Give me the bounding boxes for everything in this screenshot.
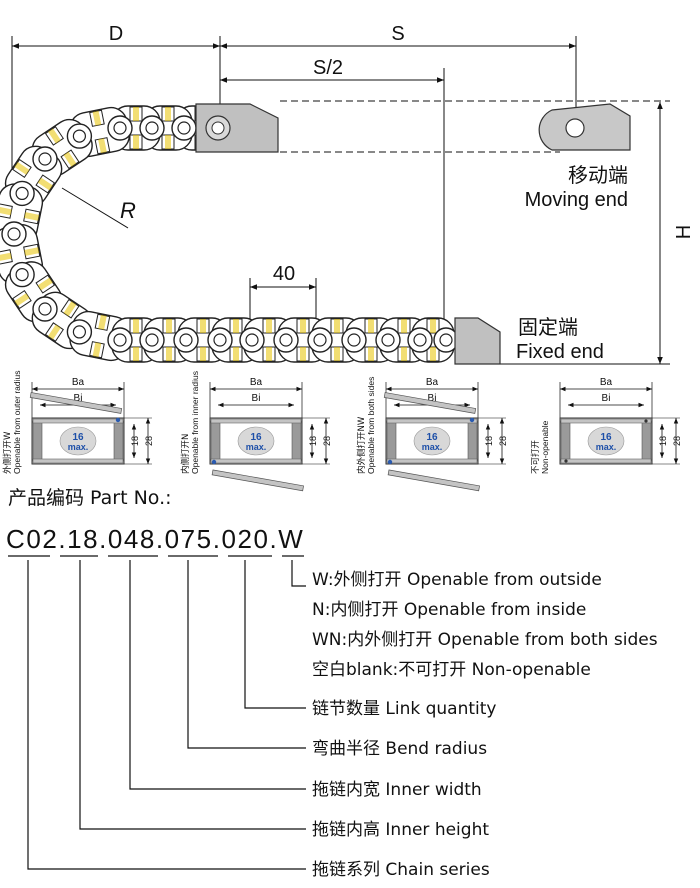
chain-pivot <box>173 327 199 353</box>
section-badge-number: 16 <box>600 432 612 443</box>
section-bi-label: Bi <box>428 393 437 404</box>
chain-pivot <box>139 327 165 353</box>
legend-inner-width: 拖链内宽 Inner width <box>312 780 482 800</box>
moving-end-cn: 移动端 <box>568 163 628 187</box>
section-side-label-en: Non-openable <box>540 420 550 474</box>
chain-pivot <box>139 115 165 141</box>
dim-pitch-label: 40 <box>273 263 295 285</box>
chain-pivot <box>207 327 233 353</box>
dim-s2-label: S/2 <box>313 57 343 79</box>
chain-pivot <box>341 327 367 353</box>
section-side-label-en: Openable from inner radius <box>190 371 200 474</box>
part-no-legend: W:外侧打开 Openable from outside N:内侧打开 Open… <box>312 570 658 880</box>
radius-line <box>61 187 129 229</box>
chain-pivot <box>273 327 299 353</box>
legend-link-quantity: 链节数量 Link quantity <box>312 699 497 719</box>
dim-r-label: R <box>120 198 136 223</box>
chain-pivot <box>66 319 93 345</box>
section-dim-inner: 18 <box>484 436 494 446</box>
section-side-label-cn: 不可打开 <box>530 439 541 474</box>
section-ba-label: Ba <box>426 377 439 388</box>
section-dim-outer: 28 <box>144 436 154 446</box>
chain-pivot <box>66 123 93 149</box>
chain-pivot <box>107 327 133 353</box>
upper-end-bracket <box>195 103 279 153</box>
dim-d-label: D <box>109 23 123 45</box>
section-badge-max: max. <box>422 442 443 452</box>
section-badge-number: 16 <box>72 432 84 443</box>
chain-pivot <box>32 146 58 172</box>
section-bi-label: Bi <box>74 393 83 404</box>
section-ba-label: Ba <box>250 377 263 388</box>
section-badge-number: 16 <box>426 432 438 443</box>
part-no-title: 产品编码 Part No.: <box>8 487 172 509</box>
part-no-code: C02.18.048.075.020.W <box>6 524 306 554</box>
section-side-label-cn: 内外侧打开NW <box>356 416 367 474</box>
legend-blank: 空白blank:不可打开 Non-openable <box>312 660 591 680</box>
legend-chain-series: 拖链系列 Chain series <box>312 860 490 880</box>
section-badge-number: 16 <box>250 432 262 443</box>
section-bi-label: Bi <box>602 393 611 404</box>
chain-pivot <box>171 115 197 141</box>
fixed-end-en: Fixed end <box>516 341 604 363</box>
section-dim-inner: 18 <box>308 436 318 446</box>
section-dim-outer: 28 <box>672 436 682 446</box>
legend-wn: WN:内外侧打开 Openable from both sides <box>312 630 658 650</box>
section-ba-label: Ba <box>72 377 85 388</box>
section-side-label-cn: 外侧打开W <box>2 431 13 474</box>
legend-n: N:内侧打开 Openable from inside <box>312 600 586 620</box>
moving-end-bracket <box>538 103 631 151</box>
fixed-end-bracket <box>454 317 501 365</box>
chain-pivot <box>107 115 133 141</box>
legend-inner-height: 拖链内高 Inner height <box>312 820 489 840</box>
section-bi-label: Bi <box>252 393 261 404</box>
chain-pivot <box>9 261 35 288</box>
legend-w: W:外侧打开 Openable from outside <box>312 570 602 590</box>
dimension-lines <box>11 36 670 365</box>
dim-h-label: H <box>673 225 695 239</box>
section-badge-max: max. <box>68 442 89 452</box>
section-ba-label: Ba <box>600 377 613 388</box>
chain-pivot <box>1 221 27 247</box>
moving-end-en: Moving end <box>525 189 628 211</box>
section-side-label-en: Openable from outer radius <box>12 371 22 474</box>
section-dim-outer: 28 <box>498 436 508 446</box>
section-side-label-cn: 内侧打开N <box>180 434 191 474</box>
chain-pivot <box>307 327 333 353</box>
section-side-label-en: Openable from both sides <box>366 377 376 474</box>
fixed-end-cn: 固定端 <box>518 315 578 339</box>
chain-pivot <box>9 180 35 207</box>
chain-pivot <box>32 296 58 322</box>
chain-pivot <box>239 327 265 353</box>
chain-pivot <box>407 327 433 353</box>
section-badge-max: max. <box>596 442 617 452</box>
dim-s-label: S <box>391 23 404 45</box>
chain-pivot <box>433 327 459 353</box>
section-dim-outer: 28 <box>322 436 332 446</box>
section-dim-inner: 18 <box>658 436 668 446</box>
section-badge-max: max. <box>246 442 267 452</box>
leader-lines <box>27 560 306 870</box>
chain-pivot <box>375 327 401 353</box>
legend-bend-radius: 弯曲半径 Bend radius <box>312 739 487 759</box>
section-dim-inner: 18 <box>130 436 140 446</box>
